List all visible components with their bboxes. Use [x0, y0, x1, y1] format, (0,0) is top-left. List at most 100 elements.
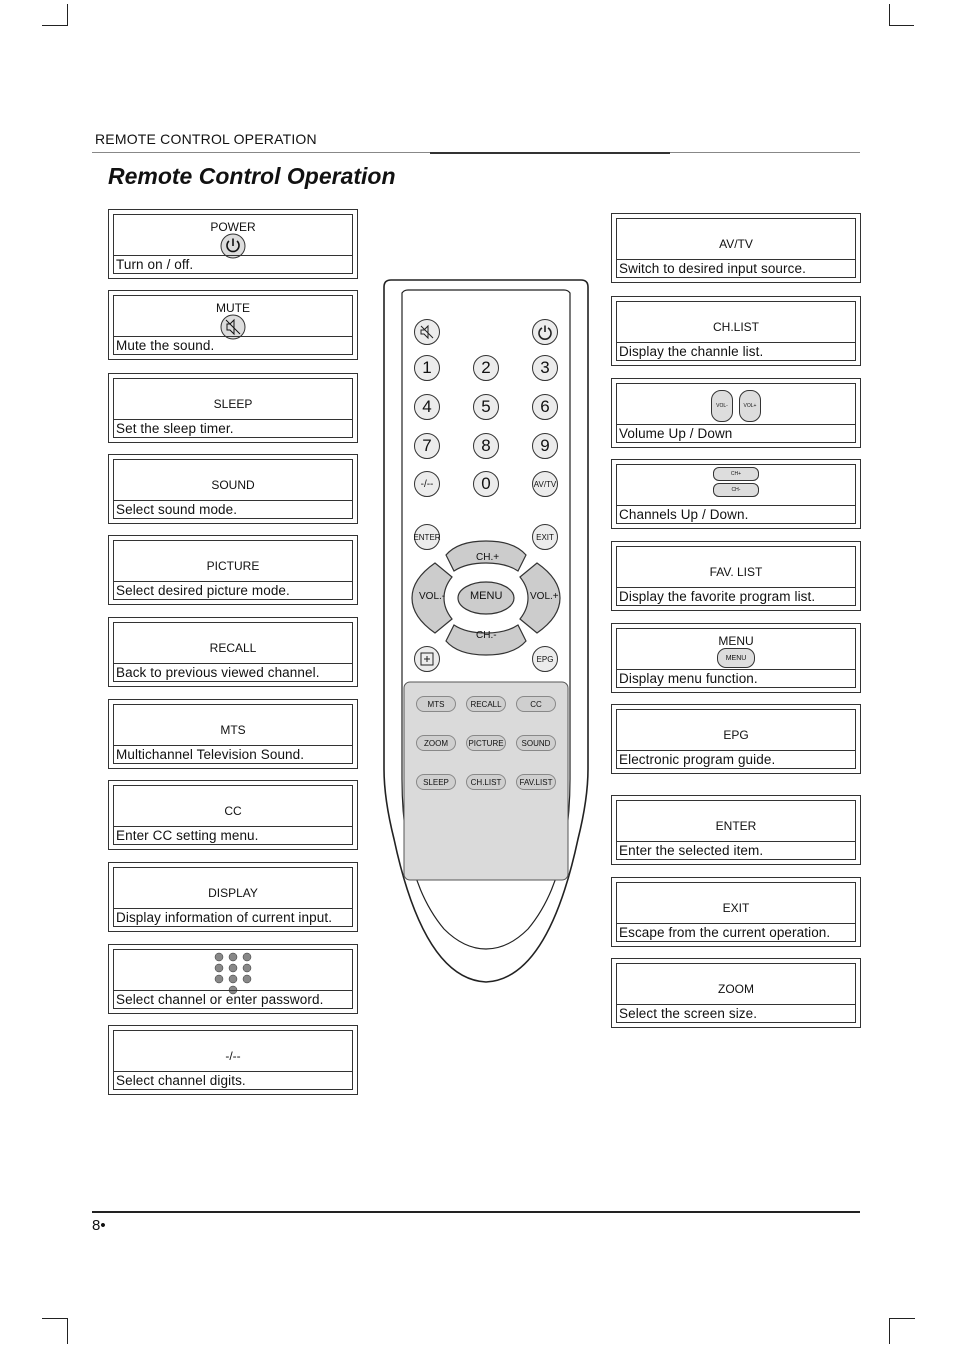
button-description: Display the favorite program list. [617, 587, 855, 605]
button-description: Select channel or enter password. [114, 990, 352, 1008]
button-description: Multichannel Television Sound. [114, 745, 352, 763]
remote-digit-button[interactable]: 6 [532, 394, 558, 420]
remote-mute-button[interactable] [414, 319, 440, 345]
remote-digit-button[interactable]: 7 [414, 433, 440, 459]
remote-function-button[interactable]: ZOOM [416, 735, 456, 751]
icon-label: VOL+ [739, 390, 761, 422]
description-box-frame: CH+CH- Channels Up / Down. [616, 464, 856, 524]
remote-function-button[interactable]: SLEEP [416, 774, 456, 790]
button-description: Select sound mode. [114, 500, 352, 518]
button-description: Display information of current input. [114, 908, 352, 926]
description-box: MUTE Mute the sound. [108, 290, 358, 360]
description-box: EXIT Escape from the current operation. [611, 877, 861, 947]
crop-mark [42, 1318, 68, 1319]
button-name: MTS [220, 723, 246, 737]
button-description: Display menu function. [617, 669, 855, 687]
remote-ch-down-button[interactable]: CH.- [476, 630, 497, 641]
page-number: 8• [92, 1217, 106, 1234]
button-description: Turn on / off. [114, 255, 352, 273]
remote-power-button[interactable] [532, 319, 558, 345]
description-box: PICTURE Select desired picture mode. [108, 535, 358, 605]
remote-function-button[interactable]: RECALL [466, 696, 506, 712]
remote-digit-button[interactable]: 8 [473, 433, 499, 459]
remote-dash-button[interactable]: -/-- [414, 471, 440, 497]
description-box-frame: PICTURE Select desired picture mode. [113, 540, 353, 600]
power-icon [220, 233, 246, 264]
button-name: FAV. LIST [709, 565, 763, 579]
crop-mark [889, 4, 890, 26]
remote-zero-button[interactable]: 0 [473, 471, 499, 497]
remote-digit-button[interactable]: 5 [473, 394, 499, 420]
button-name: EXIT [722, 901, 750, 915]
button-description: Channels Up / Down. [617, 505, 855, 523]
remote-avtv-button[interactable]: AV/TV [532, 471, 558, 497]
remote-exit-button[interactable]: EXIT [532, 524, 558, 550]
remote-digit-button[interactable]: 9 [532, 433, 558, 459]
remote-function-button[interactable]: MTS [416, 696, 456, 712]
footer-divider [92, 1211, 860, 1213]
number-keypad-icon [213, 952, 253, 1001]
button-name: MUTE [216, 301, 250, 315]
power-icon [538, 325, 552, 340]
button-name: PICTURE [206, 559, 260, 573]
description-box: -/--Select channel digits. [108, 1025, 358, 1095]
remote-display-button[interactable] [414, 646, 440, 672]
button-description: Volume Up / Down [617, 424, 855, 442]
remote-vol-down-button[interactable]: VOL.- [419, 591, 446, 602]
button-description: Mute the sound. [114, 336, 352, 354]
remote-digit-button[interactable]: 4 [414, 394, 440, 420]
button-description: Select the screen size. [617, 1004, 855, 1022]
description-box: VOL-VOL+ Volume Up / Down [611, 378, 861, 448]
remote-function-button[interactable]: FAV.LIST [516, 774, 556, 790]
header-divider-accent [430, 152, 670, 154]
remote-digit-button[interactable]: 2 [473, 355, 499, 381]
button-description: Select desired picture mode. [114, 581, 352, 599]
display-icon [420, 652, 434, 666]
crop-mark [889, 25, 914, 26]
mute-icon [220, 314, 246, 345]
description-box-frame: VOL-VOL+ Volume Up / Down [616, 383, 856, 443]
description-box-frame: POWER Turn on / off. [113, 214, 353, 274]
channel-buttons-icon: CH+CH- [713, 467, 759, 499]
description-box: FAV. LIST Display the favorite program li… [611, 541, 861, 611]
description-box: CH+CH- Channels Up / Down. [611, 459, 861, 529]
button-description: Set the sleep timer. [114, 419, 352, 437]
description-box: SLEEP Set the sleep timer. [108, 373, 358, 443]
button-name: SLEEP [213, 397, 253, 411]
remote-digit-button[interactable]: 1 [414, 355, 440, 381]
button-description: Enter the selected item. [617, 841, 855, 859]
remote-function-button[interactable]: CH.LIST [466, 774, 506, 790]
remote-function-button[interactable]: CC [516, 696, 556, 712]
crop-mark [67, 4, 68, 26]
remote-function-button[interactable]: PICTURE [466, 735, 506, 751]
button-description: Display the channle list. [617, 342, 855, 360]
mute-icon [420, 324, 434, 340]
button-description: Switch to desired input source. [617, 259, 855, 277]
page-title: Remote Control Operation [108, 163, 396, 189]
button-name: RECALL [209, 641, 257, 655]
volume-buttons-icon: VOL-VOL+ [711, 390, 761, 422]
remote-vol-up-button[interactable]: VOL.+ [530, 591, 559, 602]
crop-mark [889, 1318, 915, 1319]
button-name: POWER [210, 220, 256, 234]
remote-enter-button[interactable]: ENTER [413, 524, 441, 550]
remote-digit-button[interactable]: 3 [532, 355, 558, 381]
button-description: Escape from the current operation. [617, 923, 855, 941]
remote-menu-button[interactable]: MENU [470, 590, 503, 602]
remote-ch-up-button[interactable]: CH.+ [476, 552, 500, 563]
remote-epg-button[interactable]: EPG [532, 646, 558, 672]
remote-function-button[interactable]: SOUND [516, 735, 556, 751]
description-box-frame: -/--Select channel digits. [113, 1030, 353, 1090]
